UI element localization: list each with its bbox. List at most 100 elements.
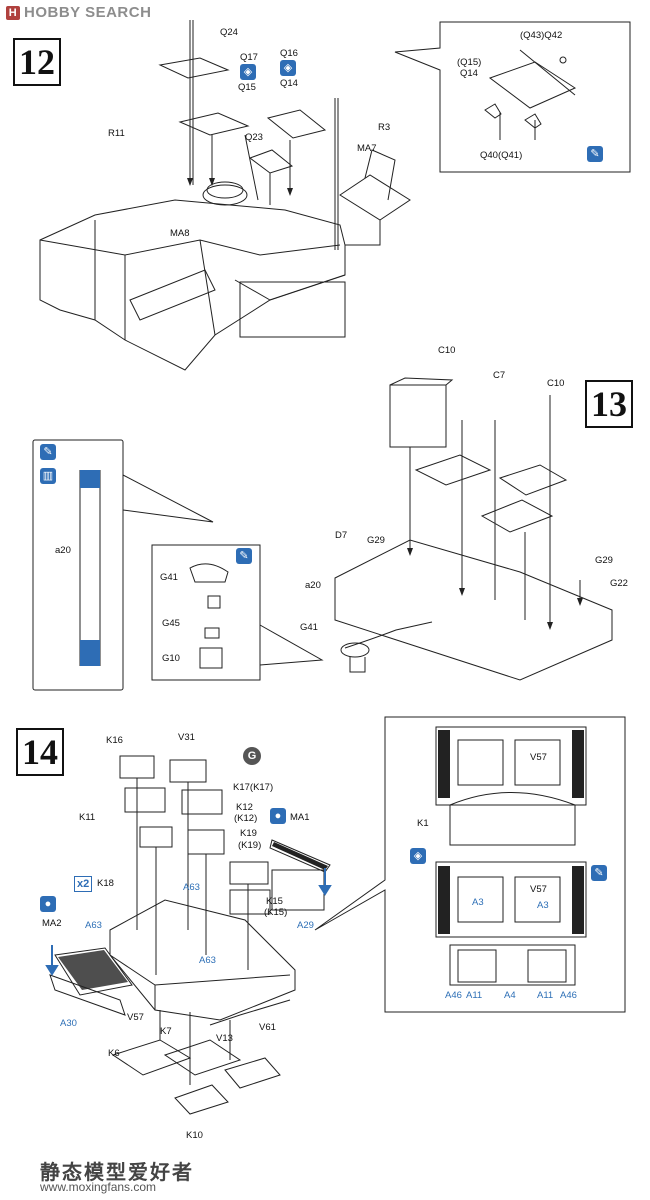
step12-inset-hatch xyxy=(488,61,577,109)
logo-icon: H xyxy=(6,5,20,20)
label-v61: V61 xyxy=(259,1022,276,1033)
part-k7 xyxy=(163,1039,242,1076)
label-v57-inset-b: V57 xyxy=(530,884,547,895)
label-k12: K12 xyxy=(236,802,253,813)
logo-text: HOBBY SEARCH xyxy=(24,4,152,21)
part-k16 xyxy=(119,755,155,779)
part-c10-small xyxy=(498,464,568,496)
label-q14: Q14 xyxy=(280,78,298,89)
label-a29: A29 xyxy=(297,920,314,931)
part-c10-box xyxy=(389,384,447,448)
label-q43q42: (Q43)Q42 xyxy=(520,30,563,41)
paint-icon-q17: ◈ xyxy=(240,64,256,80)
label-v57-main: V57 xyxy=(127,1012,144,1023)
label-g22: G22 xyxy=(610,578,628,589)
label-q17: Q17 xyxy=(240,52,258,63)
label-g41-inset: G41 xyxy=(160,572,178,583)
label-a63-a: A63 xyxy=(183,882,200,893)
label-g29-b: G29 xyxy=(595,555,613,566)
label-v13: V13 xyxy=(216,1033,233,1044)
label-k18: K18 xyxy=(97,878,114,889)
label-ma1: MA1 xyxy=(290,812,310,823)
label-q40q41: Q40(Q41) xyxy=(480,150,523,161)
paint-icon-ma2: ● xyxy=(40,896,56,912)
label-a3-b: A3 xyxy=(537,900,549,911)
part-k10 xyxy=(174,1084,229,1115)
part-k12b xyxy=(187,829,225,855)
label-a46-b: A46 xyxy=(560,990,577,1001)
label-c10-b: C10 xyxy=(547,378,565,389)
label-a11-b: A11 xyxy=(537,990,554,1001)
paint-icon-inset-a: ◈ xyxy=(410,848,426,864)
label-k19: K19 xyxy=(240,828,257,839)
label-g45-inset: G45 xyxy=(162,618,180,629)
label-a4: A4 xyxy=(504,990,516,1001)
step14-hull xyxy=(109,899,296,1021)
paint-icon-q16: ◈ xyxy=(280,60,296,76)
part-r3 xyxy=(339,174,411,221)
part-k12 xyxy=(139,826,173,848)
paint-icon-ma1: ● xyxy=(270,808,286,824)
label-k17: K17(K17) xyxy=(233,782,274,793)
part-c7-top xyxy=(414,454,492,486)
label-q24: Q24 xyxy=(220,27,238,38)
step-number-12: 12 xyxy=(13,38,61,86)
step-number-14: 14 xyxy=(16,728,64,776)
part-k11 xyxy=(124,787,166,813)
step13-inset-g41 xyxy=(151,544,261,681)
glue-icon-inset: ✎ xyxy=(591,865,607,881)
label-d7: D7 xyxy=(335,530,348,541)
part-q24 xyxy=(158,57,230,79)
label-ma8: MA8 xyxy=(170,228,190,239)
label-q23: Q23 xyxy=(245,132,263,143)
watermark-url: www.moxingfans.com xyxy=(40,1180,157,1194)
label-c7: C7 xyxy=(493,370,506,381)
label-r11: R11 xyxy=(108,128,125,139)
part-k6 xyxy=(111,1039,192,1076)
glue-icon-step13a: ✎ xyxy=(40,444,56,460)
label-v31: V31 xyxy=(178,732,195,743)
label-a11-a: A11 xyxy=(466,990,483,1001)
part-q14 xyxy=(266,109,327,139)
label-a46-a: A46 xyxy=(445,990,462,1001)
label-q15: Q15 xyxy=(238,82,256,93)
part-q23 xyxy=(248,149,294,174)
multiplier-badge: x2 xyxy=(74,876,93,892)
label-g10-inset: G10 xyxy=(162,653,180,664)
label-k6: K6 xyxy=(108,1048,120,1059)
label-k1: K1 xyxy=(417,818,429,829)
label-g29-a: G29 xyxy=(367,535,385,546)
label-a63-b: A63 xyxy=(85,920,102,931)
step13-inset-a20 xyxy=(32,439,124,691)
part-a30 xyxy=(49,974,126,1016)
hobby-search-logo: H HOBBY SEARCH xyxy=(6,4,151,21)
part-ma2 xyxy=(54,947,133,996)
step14-inset-frame xyxy=(314,716,626,1013)
glue-icon-step13b: ✎ xyxy=(236,548,252,564)
label-g41-main: G41 xyxy=(300,622,318,633)
label-v57-inset-a: V57 xyxy=(530,752,547,763)
part-k17 xyxy=(181,789,223,815)
step12-inset-frame xyxy=(394,21,631,173)
label-r3: R3 xyxy=(378,122,391,133)
label-ma7: MA7 xyxy=(357,143,377,154)
label-q16: Q16 xyxy=(280,48,298,59)
label-a20-main: a20 xyxy=(305,580,321,591)
part-q15 xyxy=(178,112,250,136)
part-k19 xyxy=(229,861,269,885)
label-a3-a: A3 xyxy=(472,897,484,908)
glue-icon-step12: ✎ xyxy=(587,146,603,162)
label-k12-paren: (K12) xyxy=(234,813,258,824)
label-k15: K15 xyxy=(266,896,283,907)
part-v31 xyxy=(169,759,207,783)
part-k15 xyxy=(229,889,271,915)
label-ma2: MA2 xyxy=(42,918,62,929)
step12-hull xyxy=(39,199,346,371)
label-a63-c: A63 xyxy=(199,955,216,966)
part-c7-bottom xyxy=(480,499,554,533)
step-number-13: 13 xyxy=(585,380,633,428)
label-q15-paren: (Q15) xyxy=(457,57,482,68)
label-k11: K11 xyxy=(79,812,96,823)
label-k7: K7 xyxy=(160,1026,172,1037)
